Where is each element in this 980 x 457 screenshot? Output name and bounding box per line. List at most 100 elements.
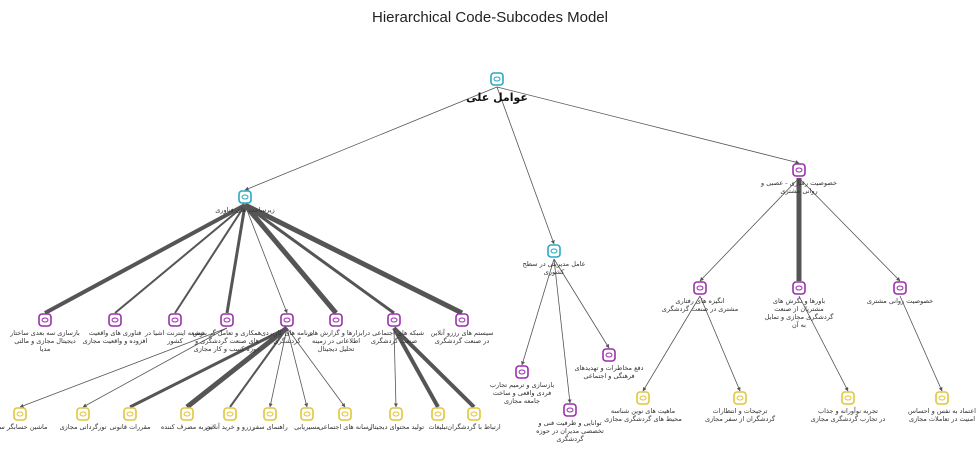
code-icon-dot (223, 317, 231, 323)
code-icon-dot (266, 411, 274, 417)
code-icon (389, 407, 403, 421)
node-y11[interactable]: ارتباط با گردشگران (447, 407, 501, 431)
code-icon-dot (844, 395, 852, 401)
code-icon-dot (303, 411, 311, 417)
node-tech[interactable]: زیرساخت های فناوری (215, 190, 275, 214)
code-icon-dot (470, 411, 478, 417)
code-icon (935, 391, 949, 405)
node-y10[interactable]: تبلیغات (428, 407, 448, 431)
code-icon (263, 407, 277, 421)
edge-tech-t6 (243, 203, 338, 315)
edge-mgmt-m2 (553, 258, 572, 404)
code-icon (168, 313, 182, 327)
code-icon (563, 403, 577, 417)
edge-t5-y5 (229, 327, 288, 408)
code-icon-dot (550, 248, 558, 254)
edge-tech-t2 (114, 204, 246, 314)
code-icon-dot (111, 317, 119, 323)
edge-behav-b3 (798, 177, 901, 282)
node-y8[interactable]: رسانه های اجتماعی (318, 407, 372, 431)
edge-t5-y8 (286, 327, 346, 408)
code-icon (180, 407, 194, 421)
code-icon-dot (283, 317, 291, 323)
node-root[interactable]: عوامل علی (466, 72, 528, 104)
edge-tech-t1 (44, 203, 246, 315)
node-y6[interactable]: راهنمای سفر (251, 407, 288, 431)
edge-root-behav (496, 86, 800, 165)
code-icon (893, 281, 907, 295)
code-icon (455, 313, 469, 327)
code-icon (467, 407, 481, 421)
nodes-layer: عوامل علی زیرساخت های فناوری عامل مدیریتی … (0, 72, 976, 443)
node-y5[interactable]: رزرو و خرید آنلاین (206, 407, 255, 431)
code-icon-dot (736, 395, 744, 401)
code-icon-dot (390, 317, 398, 323)
node-label: تجربه مصرف کننده (161, 423, 213, 431)
code-icon-dot (493, 76, 501, 82)
edge-tech-t4 (225, 204, 247, 314)
node-y1[interactable]: ماشین حسابگر سفر (0, 407, 48, 431)
code-icon (792, 163, 806, 177)
node-b3[interactable]: خصوصیت روانی مشتری (867, 281, 933, 305)
code-icon (387, 313, 401, 327)
edge-b2-y14 (798, 295, 849, 392)
code-icon (547, 244, 561, 258)
code-icon-dot (896, 285, 904, 291)
code-icon (123, 407, 137, 421)
node-label: رزرو و خرید آنلاین (206, 422, 255, 431)
code-icon-dot (795, 167, 803, 173)
node-label: ارتباط با گردشگران (447, 423, 501, 431)
edge-t4-y1 (19, 327, 228, 408)
code-icon-dot (171, 317, 179, 323)
code-icon (329, 313, 343, 327)
code-icon (490, 72, 504, 86)
node-y2[interactable]: تورگردانی مجازی (60, 407, 107, 431)
node-y9[interactable]: تولید محتوای دیجیتال (368, 407, 424, 431)
code-icon-dot (226, 411, 234, 417)
edge-b1-y13 (699, 295, 741, 392)
edge-t5-y3 (129, 326, 288, 409)
code-icon (792, 281, 806, 295)
code-icon (693, 281, 707, 295)
code-icon (38, 313, 52, 327)
edge-b1-y12 (642, 295, 701, 392)
code-icon (108, 313, 122, 327)
node-y4[interactable]: تجربه مصرف کننده (161, 407, 213, 431)
edges-layer (19, 86, 943, 409)
node-y7[interactable]: مسیریابی (294, 407, 320, 431)
edge-behav-b1 (699, 177, 800, 282)
code-icon (602, 348, 616, 362)
node-y3[interactable]: مقررات قانونی (110, 407, 151, 431)
